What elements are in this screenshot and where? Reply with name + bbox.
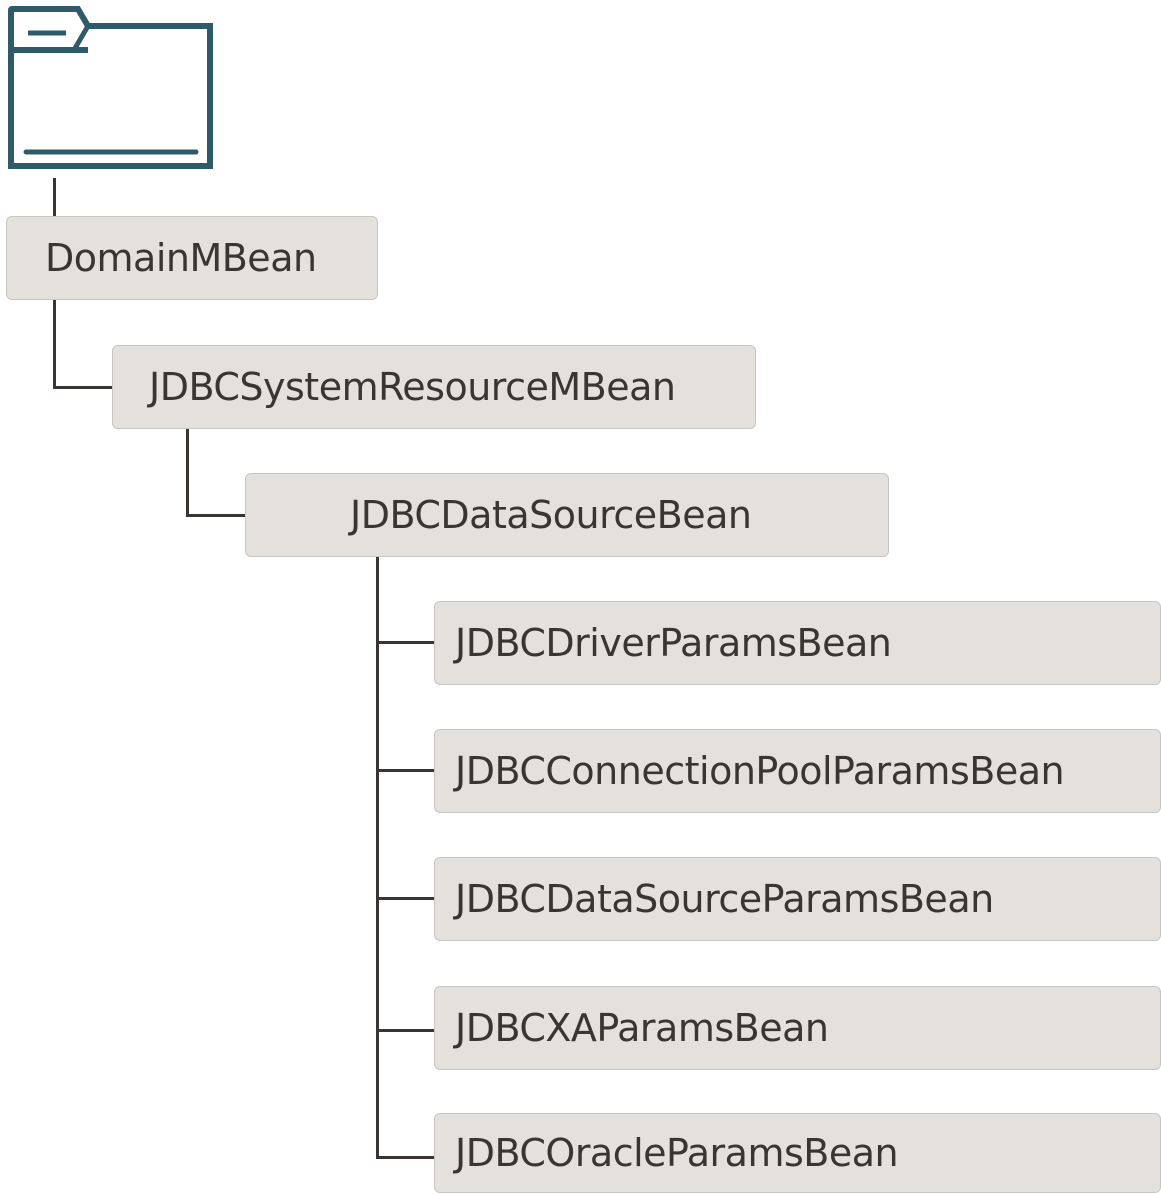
node-jdbc-system-resource-mbean: JDBCSystemResourceMBean [112,345,756,429]
connector-domain-vertical [53,300,56,389]
connector-data-source-params [376,897,436,900]
connector-oracle-params [376,1156,436,1159]
connector-data-source-trunk [376,556,379,1159]
connector-domain-horizontal [53,386,113,389]
node-jdbc-connection-pool-params-bean: JDBCConnectionPoolParamsBean [434,729,1161,813]
node-jdbc-driver-params-bean: JDBCDriverParamsBean [434,601,1161,685]
connector-connection-pool-params [376,769,436,772]
connector-root-to-domain [53,178,56,218]
connector-driver-params [376,641,436,644]
folder-icon [8,6,213,169]
node-jdbc-data-source-bean: JDBCDataSourceBean [245,473,889,557]
node-jdbc-data-source-params-bean: JDBCDataSourceParamsBean [434,857,1161,941]
node-jdbc-oracle-params-bean: JDBCOracleParamsBean [434,1113,1161,1193]
node-domain-mbean: DomainMBean [6,216,378,300]
node-jdbc-xa-params-bean: JDBCXAParamsBean [434,986,1161,1070]
connector-system-resource-vertical [186,428,189,517]
connector-system-resource-horizontal [186,514,247,517]
connector-xa-params [376,1029,436,1032]
